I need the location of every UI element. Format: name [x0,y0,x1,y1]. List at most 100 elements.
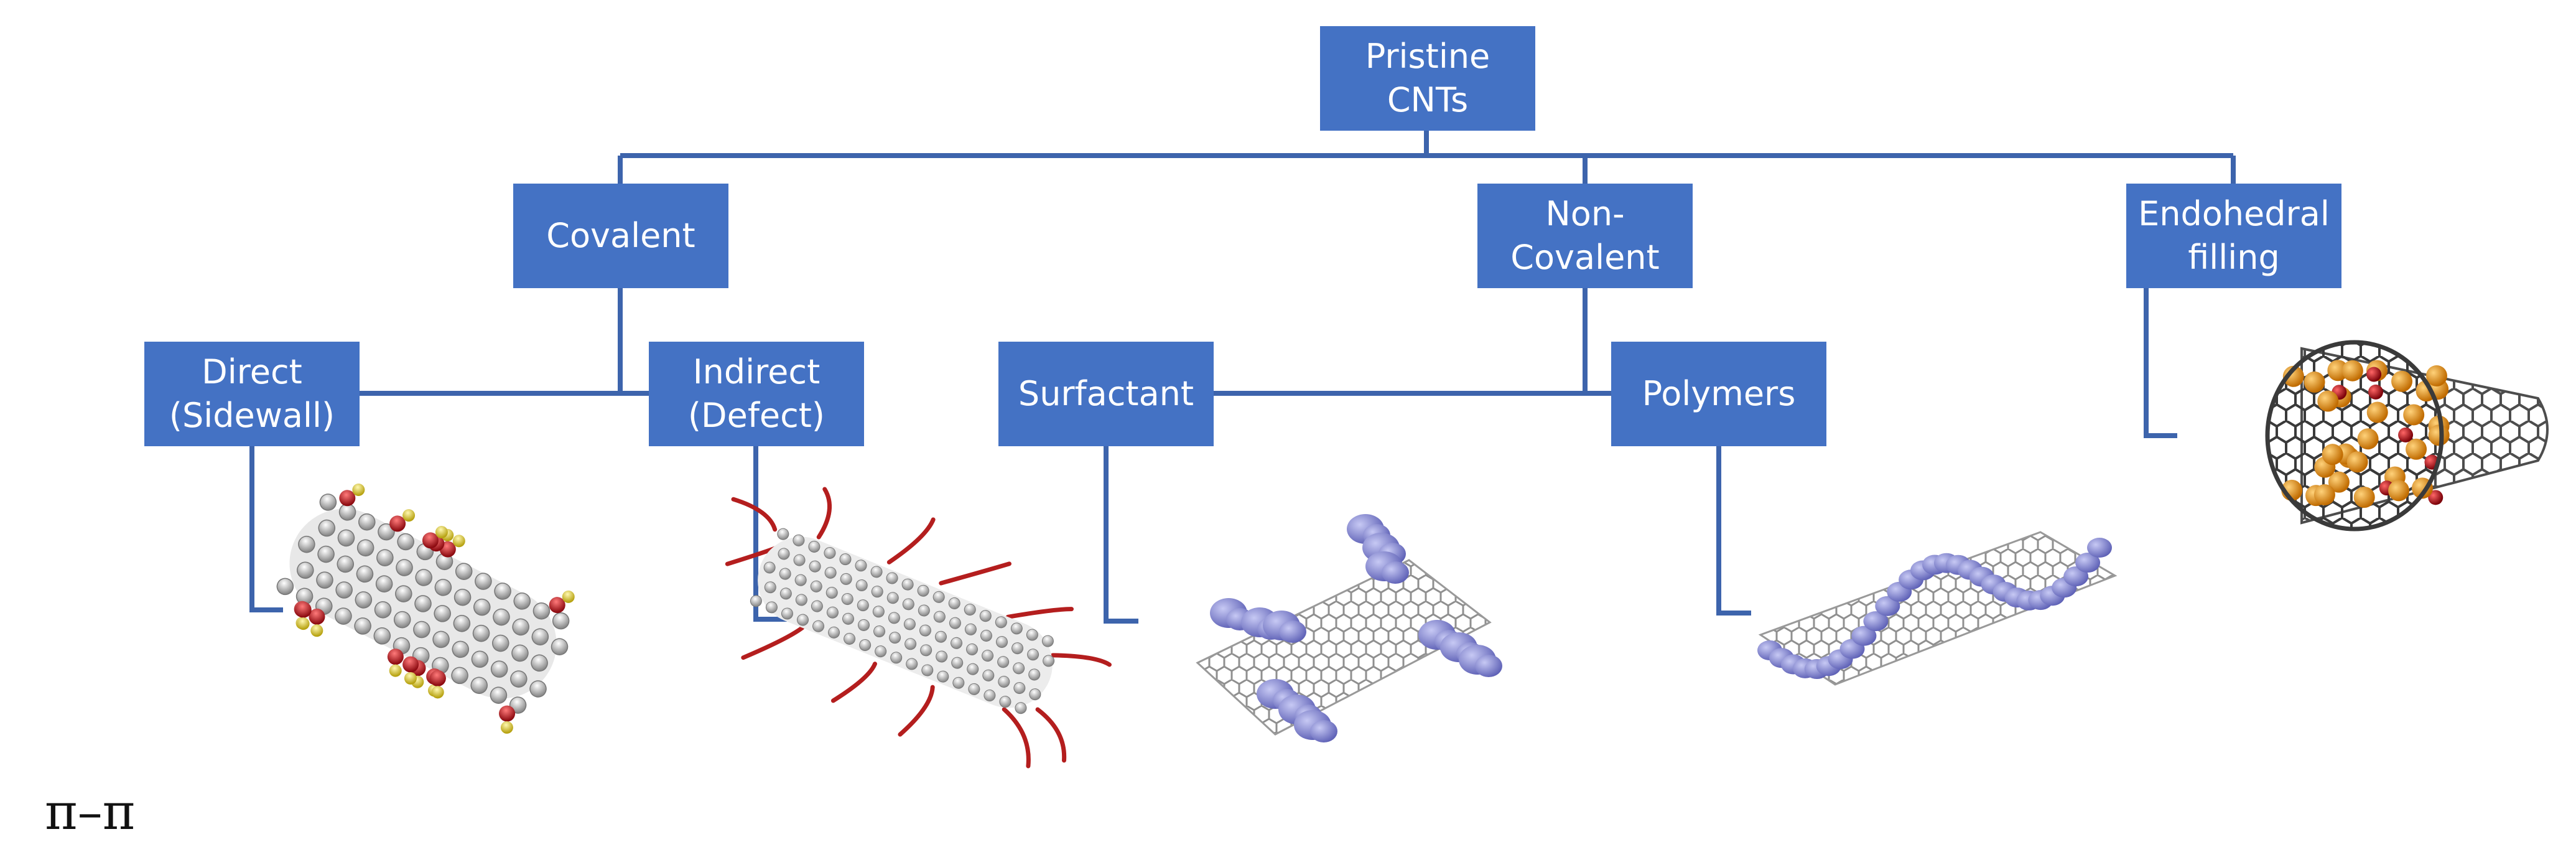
carbon-atom [902,598,914,611]
carbon-atom [779,568,791,580]
carbon-atom [871,586,883,598]
carbon-atom [844,632,856,645]
hydrogen-atom [404,672,417,685]
substituent-chain [939,561,1011,586]
carbon-atom [413,620,430,639]
filler-atom [2328,471,2350,493]
filler-atom [2403,404,2425,426]
substituent-chain [741,625,805,660]
carbon-atom [840,573,852,585]
carbon-atom [781,607,793,620]
carbon-atom [904,638,917,650]
carbon-atom [857,599,869,612]
hydrogen-atom [562,590,575,603]
carbon-atom [298,535,315,553]
filler-atom [2391,370,2413,392]
carbon-atom [532,602,551,620]
carbon-atom [812,620,825,632]
carbon-atom [996,636,1008,648]
carbon-atom [919,624,931,637]
hydrogen-atom [452,535,465,548]
carbon-atom [552,612,570,630]
carbon-atom [763,561,776,574]
carbon-atom [432,630,450,648]
polymer-bead [1863,611,1889,632]
filler-atom [2304,371,2325,393]
filler-atom [2357,428,2379,450]
carbon-atom [921,664,934,676]
filler-atom [2406,438,2427,460]
carbon-atom [934,630,947,643]
carbon-atom [811,600,823,612]
carbon-atom [1026,629,1038,641]
carbon-atom [471,650,489,668]
carbon-atom [355,591,373,609]
substituent-chain [1051,653,1112,667]
carbon-atom [297,561,314,579]
carbon-atom [337,529,355,547]
carbon-atom [855,559,867,572]
filler-atom [2388,480,2410,502]
carbon-atom [375,575,393,592]
carbon-atom [997,656,1010,668]
carbon-atom [872,606,885,618]
carbon-atom [1013,682,1026,695]
oxygen-atom [402,656,419,673]
carbon-atom [510,670,528,688]
connector-line [1716,446,1751,616]
carbon-atom [529,680,547,698]
carbon-atom [903,618,916,630]
connector-line [2144,288,2177,438]
carbon-atom [1043,655,1055,667]
carbon-atom [859,639,872,652]
carbon-atom [414,595,432,612]
filler-atom [2282,365,2304,387]
carbon-atom [966,643,979,655]
carbon-atom [511,644,529,662]
hydrogen-atom [297,617,310,630]
carbon-atom [906,658,918,670]
carbon-atom [999,696,1011,708]
carbon-atom [886,572,898,584]
carbon-atom [839,553,852,566]
carbon-atom [998,675,1010,688]
substituent-chain [731,497,778,532]
carbon-atom [828,626,840,639]
carbon-atom [824,547,836,559]
oxygen-atom [549,597,565,614]
substituent-chain [1002,707,1031,769]
carbon-atom [373,627,391,645]
direct-sidewall-node: Direct (Sidewall) [144,342,360,446]
sidewall-functionalized-nanotube [276,483,575,734]
carbon-atom [490,660,508,678]
carbon-atom [1011,642,1024,655]
carbon-atom [967,663,979,675]
carbon-atom [531,628,549,646]
filler-atom [2341,360,2363,382]
carbon-atom [793,534,805,546]
carbon-atom [376,549,394,566]
carbon-atom [475,573,492,590]
polymer-wrapped-graphene [1757,531,2118,686]
endohedral-filled-nanotube [2265,340,2549,531]
filler-atom [2346,451,2368,473]
carbon-atom [793,554,806,566]
carbon-atom [778,548,790,560]
substituent-chain [1035,707,1067,763]
carbon-atom [824,566,837,579]
carbon-atom [750,595,762,607]
carbon-atom [982,669,995,681]
carbon-atom [951,637,963,649]
substituent-chain [1005,607,1074,619]
carbon-atom [358,513,376,531]
carbon-atom [873,625,886,638]
surfactant-molecule [1382,561,1409,584]
carbon-atom [937,670,949,683]
pristine-cnts-node: Pristine CNTs [1320,26,1535,131]
carbon-atom [335,581,353,599]
substituent-chain [816,487,832,540]
carbon-atom [979,610,992,622]
carbon-atom [1013,662,1025,675]
carbon-atom [936,650,948,663]
